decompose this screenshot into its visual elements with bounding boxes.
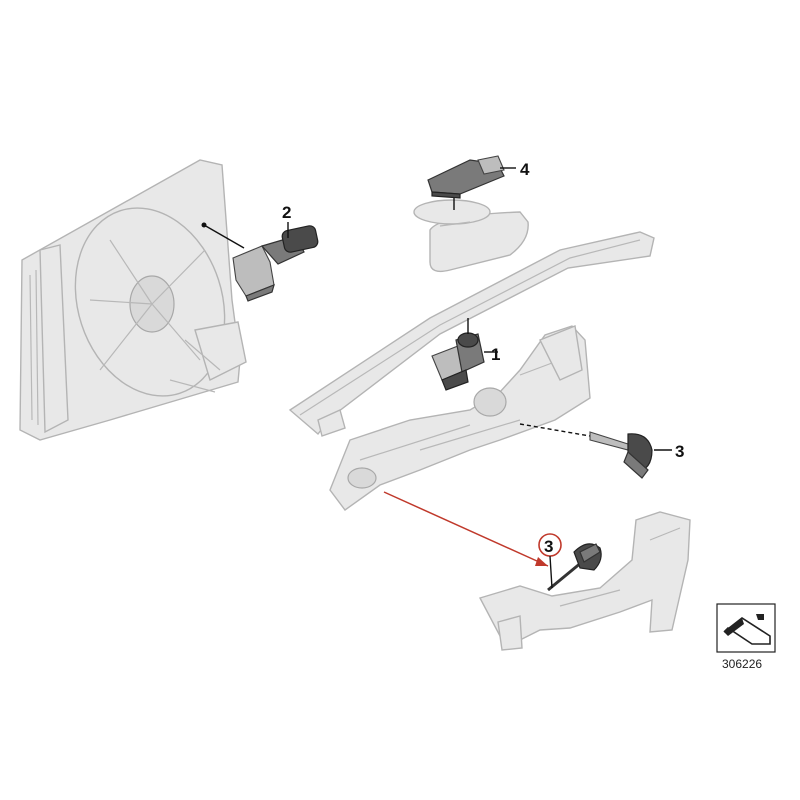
reference-number: 306226 bbox=[722, 657, 762, 671]
callout-2: 2 bbox=[282, 203, 291, 222]
view-direction-arrow-icon bbox=[723, 614, 771, 645]
reference-box: 306226 bbox=[716, 603, 776, 671]
callout-3: 3 bbox=[675, 442, 684, 461]
radiator-fan-assembly bbox=[19, 159, 247, 441]
part-2-sensor: 2 bbox=[201, 203, 319, 302]
part-3-detail: 3 bbox=[538, 533, 602, 592]
callout-3-detail: 3 bbox=[544, 537, 553, 556]
callout-1: 1 bbox=[491, 345, 500, 364]
part-1-sensor: 1 bbox=[431, 318, 500, 391]
lower-air-duct bbox=[478, 511, 691, 651]
rearview-mirror bbox=[413, 199, 529, 273]
cross-member-beam bbox=[288, 231, 655, 437]
detail-arrow bbox=[383, 491, 549, 567]
callout-4: 4 bbox=[520, 160, 530, 179]
part-3-temperature-sensor: 3 bbox=[519, 423, 684, 479]
part-4-rain-light-sensor: 4 bbox=[427, 155, 530, 210]
air-duct bbox=[329, 325, 591, 511]
